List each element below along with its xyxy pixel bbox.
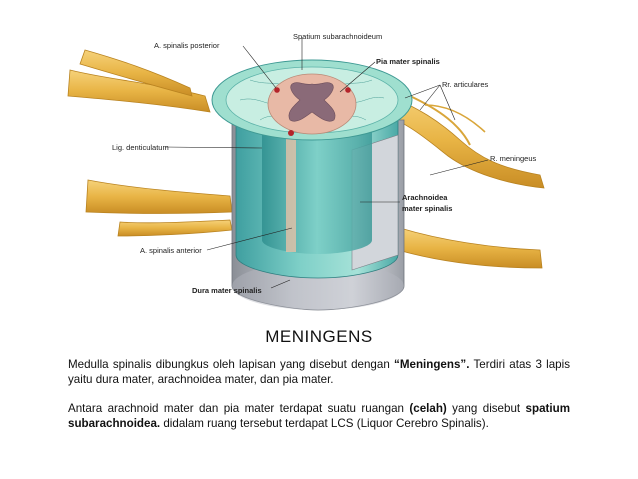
p2-text-3: didalam ruang tersebut terdapat LCS (Liq… (160, 417, 489, 430)
p1-bold-meningens: “Meningens”. (394, 358, 470, 371)
page-title: MENINGENS (265, 327, 373, 346)
label-r-meningeus: R. meningeus (490, 154, 537, 163)
p2-text-1: Antara arachnoid mater dan pia mater ter… (68, 402, 410, 415)
label-lig-denticulatum: Lig. denticulatum (112, 143, 169, 152)
spinal-meninges-illustration: A. spinalis posterior Spatium subarachno… (67, 32, 545, 311)
p2-text-2: yang disebut (446, 402, 526, 415)
label-spatium-subarachnoideum: Spatium subarachnoideum (293, 32, 383, 41)
right-upper-nerve (375, 91, 545, 189)
paragraph-spatium-subarachnoidea: Antara arachnoid mater dan pia mater ter… (68, 401, 570, 431)
p1-text-2: Terdiri atas 3 lapis yaitu dura mater, a… (68, 358, 571, 386)
p2-bold-spatium: spatium subarachnoidea. (68, 402, 570, 430)
p1-text-1: Medulla spinalis dibungkus oleh lapisan … (68, 358, 395, 371)
label-arachnoidea-line2: mater spinalis (402, 204, 453, 213)
label-arachnoidea-line1: Arachnoidea (402, 193, 448, 202)
anatomy-drawing (67, 38, 545, 311)
label-dura-mater-spinalis: Dura mater spinalis (192, 286, 262, 295)
p2-bold-celah: (celah) (409, 402, 447, 415)
label-a-spinalis-posterior: A. spinalis posterior (154, 41, 220, 50)
label-a-spinalis-anterior: A. spinalis anterior (140, 246, 202, 255)
label-pia-mater-spinalis: Pia mater spinalis (376, 57, 440, 66)
spinal-cord (262, 120, 372, 254)
right-lower-nerve (397, 227, 543, 269)
left-lower-nerve (85, 179, 233, 237)
label-leader-lines (164, 38, 489, 289)
top-cross-section (211, 59, 413, 141)
paragraph-meningens-definition: Medulla spinalis dibungkus oleh lapisan … (68, 357, 570, 387)
left-upper-nerve (67, 49, 211, 113)
label-rr-articulares: Rr. articulares (442, 80, 489, 89)
